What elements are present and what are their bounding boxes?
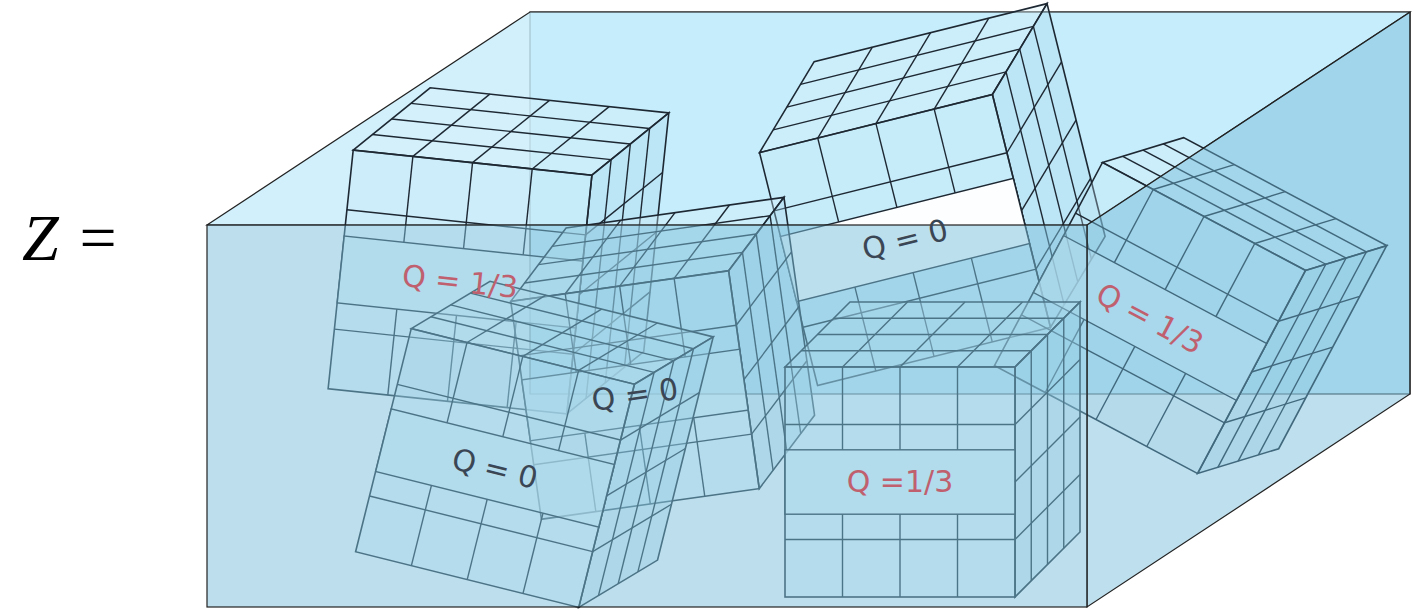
tank-right-face: [1087, 12, 1410, 607]
grid-line: [818, 138, 839, 222]
grid-line: [787, 49, 1020, 107]
grid-line: [411, 103, 650, 128]
grid-line: [934, 109, 955, 193]
charge-label: Q =1/3: [785, 450, 1015, 514]
grid-line: [876, 124, 897, 208]
partition-symbol: Z =: [22, 200, 120, 276]
grid-line: [774, 153, 1007, 211]
grid-line: [773, 72, 1006, 130]
grid-line: [801, 26, 1034, 84]
tank-front-face: [207, 225, 1087, 607]
